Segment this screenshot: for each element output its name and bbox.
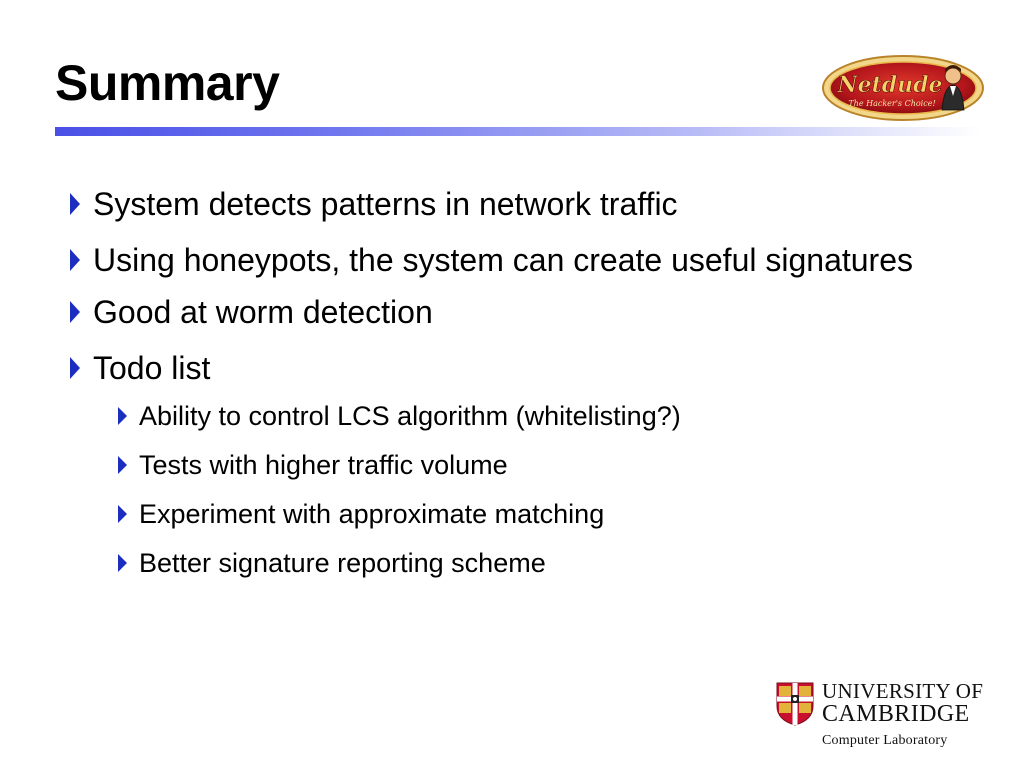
bullet-text: Todo list bbox=[93, 350, 211, 386]
slide-title: Summary bbox=[55, 55, 280, 111]
sub-bullet-text: Ability to control LCS algorithm (whitel… bbox=[139, 401, 681, 431]
todo-sublist: Ability to control LCS algorithm (whitel… bbox=[60, 396, 960, 583]
triangle-right-icon bbox=[70, 193, 80, 215]
sub-bullet-text: Tests with higher traffic volume bbox=[139, 450, 508, 480]
sub-list-item: Better signature reporting scheme bbox=[60, 543, 960, 583]
bullet-text: Using honeypots, the system can create u… bbox=[93, 242, 913, 278]
list-item: Good at worm detection bbox=[60, 288, 960, 336]
bullet-text: Good at worm detection bbox=[93, 294, 433, 330]
list-item: Todo list bbox=[60, 344, 960, 392]
bullet-text: System detects patterns in network traff… bbox=[93, 186, 678, 222]
triangle-right-icon bbox=[70, 301, 80, 323]
cambridge-line1: UNIVERSITY OF bbox=[822, 679, 984, 703]
list-item: System detects patterns in network traff… bbox=[60, 180, 960, 228]
cambridge-line2: CAMBRIDGE bbox=[822, 701, 970, 727]
title-underline bbox=[55, 127, 980, 136]
sub-bullet-text: Experiment with approximate matching bbox=[139, 499, 605, 529]
triangle-right-icon bbox=[118, 456, 127, 474]
sub-list-item: Experiment with approximate matching bbox=[60, 494, 960, 534]
dude-figure-icon bbox=[941, 65, 965, 111]
sub-list-item: Ability to control LCS algorithm (whitel… bbox=[60, 396, 960, 436]
netdude-tagline: The Hacker's Choice! bbox=[848, 99, 935, 108]
netdude-logo: Netdude The Hacker's Choice! bbox=[820, 52, 986, 122]
triangle-right-icon bbox=[118, 505, 127, 523]
triangle-right-icon bbox=[118, 407, 127, 425]
sub-list-item: Tests with higher traffic volume bbox=[60, 445, 960, 485]
cambridge-wordmark: UNIVERSITY OF CAMBRIDGE Computer Laborat… bbox=[822, 680, 983, 751]
triangle-right-icon bbox=[118, 554, 127, 572]
sub-bullet-text: Better signature reporting scheme bbox=[139, 548, 546, 578]
bullet-list: System detects patterns in network traff… bbox=[60, 180, 960, 592]
list-item: Using honeypots, the system can create u… bbox=[60, 236, 960, 284]
netdude-name: Netdude bbox=[836, 72, 942, 98]
cambridge-logo: UNIVERSITY OF CAMBRIDGE Computer Laborat… bbox=[776, 680, 986, 752]
cambridge-crest-icon bbox=[776, 682, 814, 726]
triangle-right-icon bbox=[70, 357, 80, 379]
cambridge-line3: Computer Laboratory bbox=[822, 733, 948, 748]
triangle-right-icon bbox=[70, 249, 80, 271]
